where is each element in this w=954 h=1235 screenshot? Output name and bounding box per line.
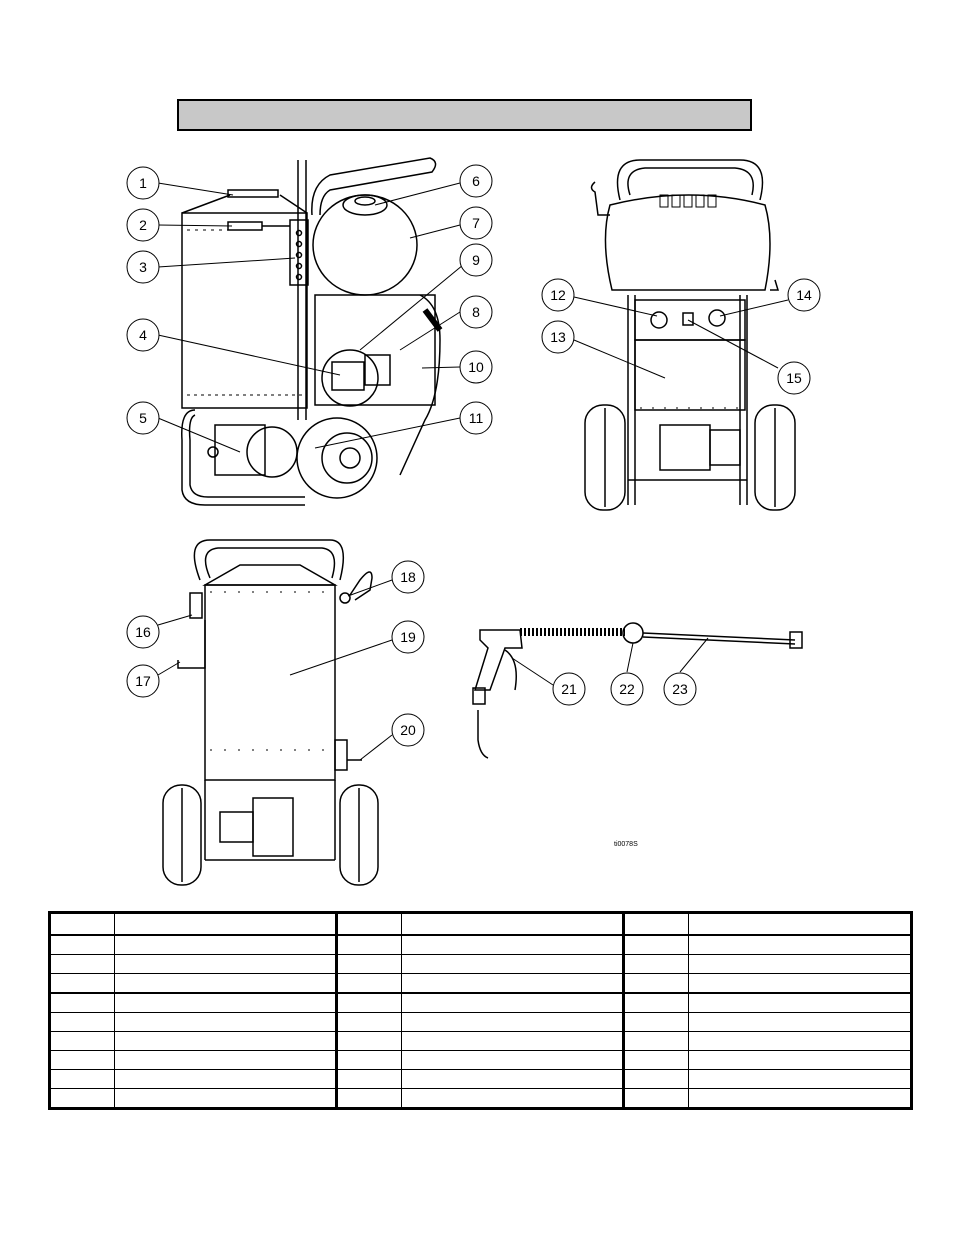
table-row	[49, 1088, 912, 1109]
side-view	[181, 157, 443, 506]
table-row	[49, 1031, 912, 1051]
rear-view	[162, 539, 379, 886]
callout-label: 21	[561, 681, 577, 697]
callout-label: 20	[400, 722, 416, 738]
callout-17	[126, 664, 160, 698]
figure-id: ti0078S	[614, 841, 638, 848]
spray-gun	[472, 622, 803, 759]
callout-12	[541, 278, 575, 312]
callout-label: 10	[468, 359, 484, 375]
callout-8	[459, 295, 493, 329]
callout-1	[126, 166, 160, 200]
callout-11	[459, 401, 493, 435]
front-view	[584, 159, 796, 511]
callout-label: 22	[619, 681, 635, 697]
callout-5	[126, 401, 160, 435]
callout-label: 4	[139, 327, 147, 343]
callout-9	[459, 243, 493, 277]
callout-label: 12	[550, 287, 566, 303]
callout-label: 17	[135, 673, 151, 689]
title-bar	[177, 99, 752, 131]
callout-18	[391, 560, 425, 594]
callout-label: 13	[550, 329, 566, 345]
table-row	[49, 1012, 912, 1032]
table-row	[49, 934, 912, 955]
callout-10	[459, 350, 493, 384]
callout-label: 14	[796, 287, 812, 303]
callout-label: 16	[135, 624, 151, 640]
callout-label: 15	[786, 370, 802, 386]
callout-2	[126, 208, 160, 242]
callout-3	[126, 250, 160, 284]
callout-label: 1	[139, 175, 147, 191]
callout-14	[787, 278, 821, 312]
callout-7	[459, 206, 493, 240]
parts-table	[48, 911, 913, 1110]
callout-19	[391, 620, 425, 654]
callout-label: 6	[472, 173, 480, 189]
callout-label: 5	[139, 410, 147, 426]
table-header-row	[49, 912, 912, 936]
table-row	[49, 1069, 912, 1089]
leader-lines	[157, 182, 789, 761]
callout-16	[126, 615, 160, 649]
callout-20	[391, 713, 425, 747]
callout-label: 19	[400, 629, 416, 645]
callout-label: 8	[472, 304, 480, 320]
table-row	[49, 1050, 912, 1070]
callout-label: 2	[139, 217, 147, 233]
table-row	[49, 973, 912, 994]
callout-13	[541, 320, 575, 354]
callout-4	[126, 318, 160, 352]
callout-label: 9	[472, 252, 480, 268]
callout-23	[663, 672, 697, 706]
callout-label: 3	[139, 259, 147, 275]
callout-label: 7	[472, 215, 480, 231]
callout-label: 18	[400, 569, 416, 585]
table-row	[49, 954, 912, 974]
callout-label: 11	[469, 410, 484, 426]
callout-label: 23	[672, 681, 688, 697]
callout-15	[777, 361, 811, 395]
callout-21	[552, 672, 586, 706]
callout-22	[610, 672, 644, 706]
callout-6	[459, 164, 493, 198]
table-row	[49, 992, 912, 1013]
